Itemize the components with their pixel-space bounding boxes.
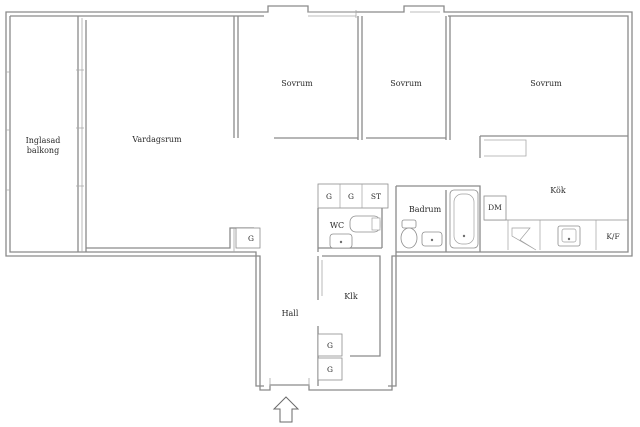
room-label-bedroom-1: Sovrum [281,79,313,88]
storage-block [317,183,389,209]
fixture-label-fridge-freezer: K/F [606,232,619,241]
fixture-label-wardrobe-b: G [348,192,354,201]
fixture-label-wardrobe-hall-2: G [327,365,333,374]
kitchen [479,135,628,251]
bathroom [395,185,481,252]
living-wardrobe-box [235,227,261,249]
room-label-hall: Hall [282,309,299,318]
hall-and-closet [269,255,381,386]
fixture-label-dishwasher: DM [488,203,502,212]
wc [317,208,383,252]
outer-walls [5,5,633,391]
room-label-bedroom-2: Sovrum [390,79,422,88]
bedroom-walls [274,16,451,140]
arrow-up-icon [272,396,300,423]
room-label-balcony-line1: Inglasad [26,136,61,145]
room-label-bathroom: Badrum [409,205,442,214]
room-label-closet: Klk [344,292,358,301]
fixture-label-wardrobe-a: G [326,192,332,201]
fixture-label-wardrobe-living: G [248,234,254,243]
room-label-balcony-line2: balkong [27,146,59,155]
room-label-wc: WC [330,221,344,230]
room-label-kitchen: Kök [550,186,566,195]
fixture-label-wardrobe-hall-1: G [327,341,333,350]
room-label-living: Vardagsrum [131,135,182,144]
room-label-bedroom-3: Sovrum [530,79,562,88]
fixture-label-storage: ST [371,192,381,201]
balcony [76,16,84,252]
living-room-walls [85,16,254,252]
